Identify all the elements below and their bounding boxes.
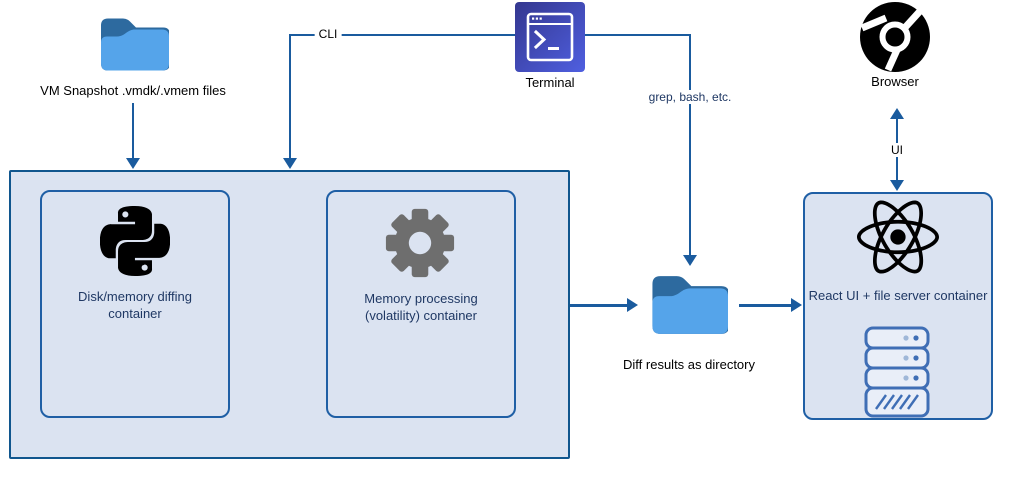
folder-icon xyxy=(101,18,169,71)
edge-label-grep: grep, bash, etc. xyxy=(644,90,736,104)
memory-processing-label: Memory processing (volatility) container xyxy=(364,291,478,323)
react-ui-label: React UI + file server container xyxy=(808,288,988,303)
server-led-dots xyxy=(903,335,919,381)
arrowhead-right-icon xyxy=(627,298,638,312)
arrowhead-right-icon xyxy=(791,298,802,312)
arrowhead-down-icon xyxy=(126,158,140,169)
arrowhead-down-icon xyxy=(890,180,904,191)
edge-cli-horizontal xyxy=(290,33,515,36)
arrowhead-down-icon xyxy=(283,158,297,169)
gear-icon xyxy=(385,208,455,278)
edge-box-to-results xyxy=(570,304,628,307)
terminal-icon xyxy=(515,2,585,72)
edge-snapshot-to-box xyxy=(131,103,134,160)
server-stack-icon xyxy=(864,326,930,418)
arrowhead-up-icon xyxy=(890,108,904,119)
vm-snapshot-label: VM Snapshot .vmdk/.vmem files xyxy=(40,83,226,98)
terminal-label: Terminal xyxy=(525,75,575,90)
server-vent-hatch xyxy=(875,394,919,410)
diff-results-label: Diff results as directory xyxy=(623,357,755,372)
folder-icon xyxy=(652,276,728,334)
edge-grep-horizontal xyxy=(585,33,690,36)
python-icon xyxy=(100,206,170,276)
disk-diffing-label: Disk/memory diffing container xyxy=(78,289,192,321)
arrowhead-down-icon xyxy=(683,255,697,266)
react-icon xyxy=(857,200,939,274)
edge-grep-vertical xyxy=(688,33,692,257)
edge-label-ui: UI xyxy=(887,143,907,157)
edge-cli-vertical xyxy=(288,33,292,160)
chromium-browser-icon xyxy=(860,2,930,72)
browser-label: Browser xyxy=(871,74,919,89)
edge-label-cli: CLI xyxy=(314,27,342,41)
edge-results-to-react xyxy=(739,304,792,307)
